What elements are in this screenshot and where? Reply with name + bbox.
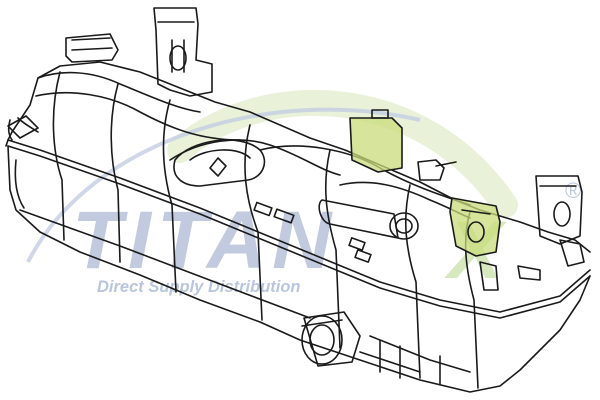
port-fitting-1 [253, 201, 273, 217]
bottom-outlet-body [303, 311, 361, 367]
dome-contour-1 [37, 71, 201, 113]
right-lug-lower [479, 261, 499, 291]
right-sensor-bracket [449, 197, 501, 257]
small-spout [209, 157, 227, 177]
body-rib-4 [244, 124, 263, 321]
sensor-housing-tab [371, 109, 389, 119]
hose-outlet-body [318, 199, 399, 239]
rear-mount-hole [169, 45, 187, 71]
left-mount-tab [7, 115, 39, 139]
bottom-outlet-bore [309, 324, 335, 356]
lower-ridge [19, 209, 471, 373]
rear-mount-tower [153, 7, 213, 97]
tank-seam-upper [7, 139, 591, 313]
sensor-connector [417, 159, 445, 181]
right-mount-tower [535, 175, 583, 245]
right-mount-hole [553, 201, 571, 227]
tank-top-outline [11, 61, 591, 253]
bottom-outlet-rim [301, 315, 343, 365]
bottom-outlet-band [301, 319, 343, 327]
top-left-bracket [65, 33, 119, 63]
right-lug-upper [559, 239, 585, 267]
center-channel [173, 139, 266, 187]
right-sensor-bracket-detail [461, 209, 491, 215]
port-fitting-4 [354, 249, 372, 263]
lower-ridge-2 [359, 339, 441, 385]
watermark-registered-mark: ® [565, 178, 581, 203]
hose-outlet-bore [395, 218, 413, 234]
tank-bottom-outline [7, 145, 591, 393]
watermark-arc [26, 107, 421, 263]
watermark-tagline: Direct Supply Distribution [97, 278, 301, 296]
body-rib-3 [162, 99, 177, 293]
tank-seam-lower [7, 145, 591, 319]
body-rib-1 [52, 71, 65, 241]
body-rib-2 [110, 83, 121, 263]
center-channel-inner [189, 149, 251, 161]
right-sensor-bracket-hole [467, 221, 485, 243]
dome-contour-3 [169, 139, 341, 176]
coolant-tank [5, 7, 591, 393]
port-fitting-3 [348, 237, 366, 251]
port-fitting-2 [273, 208, 295, 224]
watermark-brand-text: TITAN [72, 195, 337, 286]
dome-contour-2 [35, 91, 241, 141]
hose-outlet-rim [389, 212, 419, 240]
sensor-connector-lead [435, 161, 457, 167]
watermark-swoosh [167, 89, 518, 218]
left-lower-curve [14, 159, 25, 209]
top-left-bracket-lip [71, 37, 113, 51]
right-clip [517, 265, 541, 281]
rear-mount-slot [171, 39, 185, 73]
sensor-housing [349, 117, 403, 173]
body-rib-5 [324, 149, 341, 349]
